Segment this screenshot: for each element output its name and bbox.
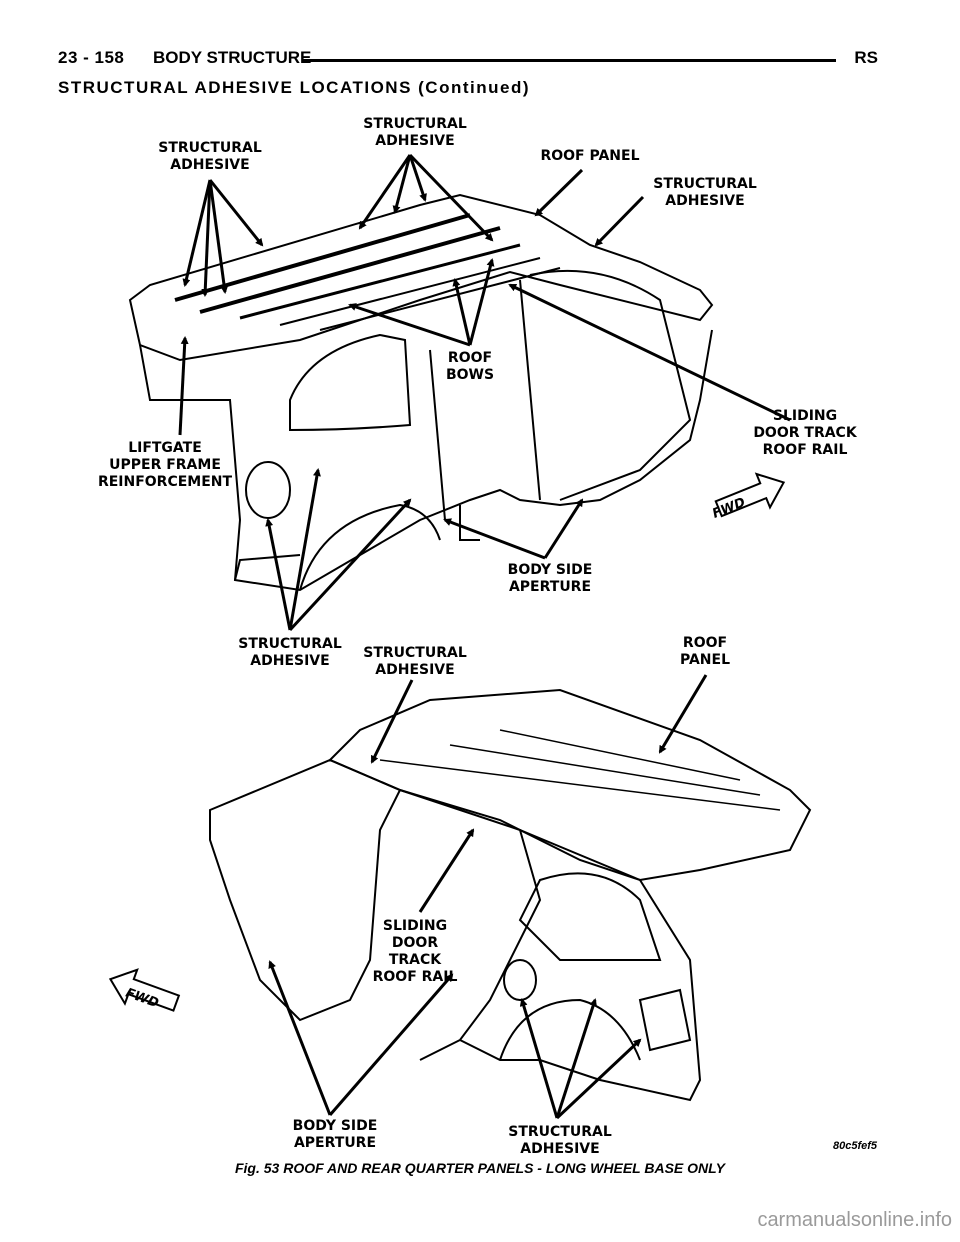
bottom-leader-lines — [268, 674, 708, 1120]
bottom-fwd-arrow-icon — [108, 968, 181, 1012]
bottom-label-structural-adhesive-top: STRUCTURAL ADHESIVE — [363, 645, 467, 678]
top-label-structural-adhesive-left: STRUCTURAL ADHESIVE — [158, 140, 262, 173]
bottom-label-roof-panel: ROOF PANEL — [679, 635, 730, 668]
top-label-structural-adhesive-right: STRUCTURAL ADHESIVE — [653, 176, 757, 209]
top-label-body-side-aperture: BODY SIDE APERTURE — [507, 562, 593, 595]
top-label-roof-bows: ROOF BOWS — [445, 350, 495, 383]
figure-id: 80c5fef5 — [833, 1140, 878, 1152]
page-number: 23 - 158 — [58, 48, 125, 67]
figure-caption: Fig. 53 ROOF AND REAR QUARTER PANELS - L… — [234, 1160, 726, 1176]
page-subtitle: STRUCTURAL ADHESIVE LOCATIONS (Continued… — [58, 78, 530, 97]
top-label-roof-panel: ROOF PANEL — [540, 148, 640, 164]
top-label-structural-adhesive-bottom: STRUCTURAL ADHESIVE — [238, 636, 342, 669]
watermark: carmanualsonline.info — [757, 1209, 952, 1231]
header-rule — [303, 59, 836, 62]
top-leader-lines — [178, 153, 791, 632]
top-label-liftgate-upper-frame: LIFTGATE UPPER FRAME REINFORCEMENT — [97, 440, 233, 490]
top-label-sliding-door-track: SLIDING DOOR TRACK ROOF RAIL — [753, 408, 857, 458]
top-body-shell — [128, 193, 714, 592]
bottom-body-shell — [209, 688, 812, 1102]
page-header: 23 - 158 BODY STRUCTURE RS — [58, 44, 878, 74]
section-title: BODY STRUCTURE — [153, 48, 312, 67]
bottom-label-structural-adhesive-bottom: STRUCTURAL ADHESIVE — [508, 1124, 612, 1157]
bottom-label-body-side-aperture: BODY SIDE APERTURE — [292, 1118, 378, 1151]
top-label-structural-adhesive-center: STRUCTURAL ADHESIVE — [363, 116, 467, 149]
top-fwd-arrow-icon — [714, 472, 786, 518]
model-code: RS — [854, 48, 878, 67]
bottom-label-sliding-door-track: SLIDING DOOR TRACK ROOF RAIL — [372, 918, 458, 985]
